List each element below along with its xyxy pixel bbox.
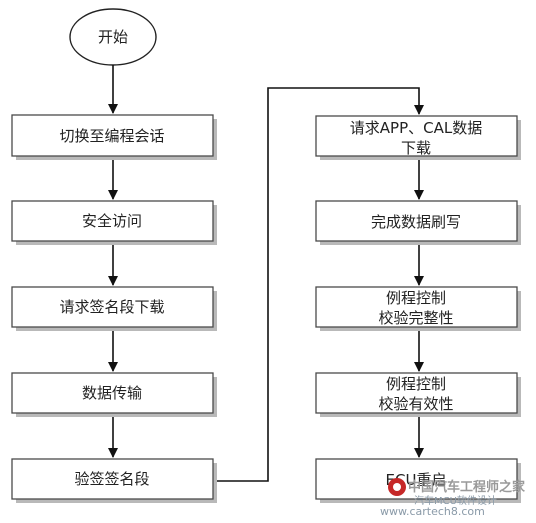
- process-label: 请求签名段下载: [59, 298, 164, 316]
- process-box-complete-data-flash: 完成数据刷写: [315, 200, 521, 245]
- process-label-line1: 请求APP、CAL数据: [350, 119, 482, 137]
- process-box-request-signature-download: 请求签名段下载: [11, 286, 217, 331]
- process-label: 完成数据刷写: [371, 213, 461, 231]
- process-label-line2: 下载: [401, 139, 431, 157]
- process-label-line1: 例程控制: [386, 375, 446, 393]
- start-node: 开始: [69, 8, 157, 66]
- process-box-switch-session: 切换至编程会话: [11, 114, 217, 160]
- arrow-verify-to-request-app-cal: [213, 87, 424, 482]
- process-label: 切换至编程会话: [59, 127, 164, 145]
- process-label: 安全访问: [82, 212, 142, 230]
- connector-lines: [108, 65, 424, 482]
- process-box-verify-signature: 验签签名段: [11, 458, 217, 503]
- start-label: 开始: [98, 28, 128, 46]
- watermark-line1: 中国汽车工程师之家: [408, 480, 526, 495]
- process-box-data-transfer: 数据传输: [11, 372, 217, 417]
- watermark-line2: 汽车MCU软件设计: [414, 496, 497, 507]
- watermark-line3: www.cartech8.com: [380, 505, 485, 518]
- process-label-line2: 校验完整性: [378, 309, 453, 327]
- watermark-logo-icon: [388, 478, 406, 496]
- process-box-routine-check-integrity: 例程控制 校验完整性: [315, 286, 521, 331]
- process-label-line1: 例程控制: [386, 289, 446, 307]
- process-label: 验签签名段: [74, 470, 149, 488]
- process-label-line2: 校验有效性: [378, 395, 453, 413]
- process-box-security-access: 安全访问: [11, 200, 217, 245]
- process-box-routine-check-validity: 例程控制 校验有效性: [315, 372, 521, 417]
- process-box-request-app-cal-download: 请求APP、CAL数据 下载: [315, 115, 521, 160]
- process-label: 数据传输: [82, 384, 142, 402]
